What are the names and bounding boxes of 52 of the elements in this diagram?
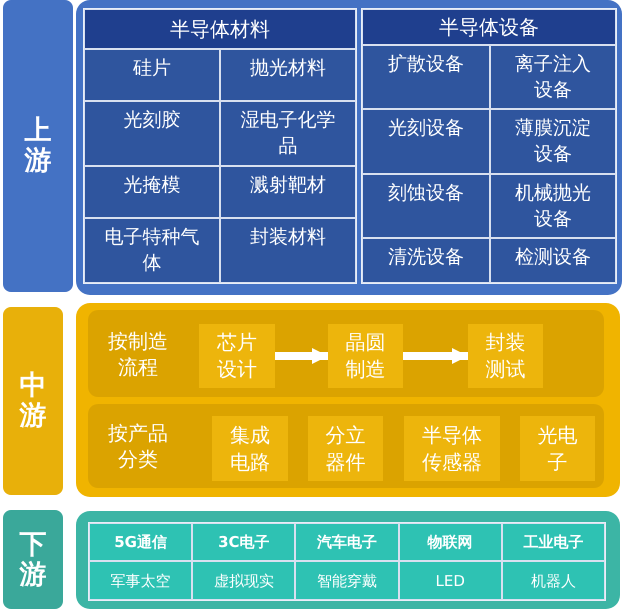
application-name: 军事太空 xyxy=(89,561,192,600)
item-name: 封装材料 xyxy=(220,218,356,283)
stage-panel xyxy=(76,511,620,609)
item-name: 硅片 xyxy=(84,49,220,101)
process-label: 集成电路 xyxy=(229,422,271,476)
item-name: 溅射靶材 xyxy=(220,166,356,218)
item-name: 刻蚀设备 xyxy=(362,174,490,238)
process-box xyxy=(468,324,543,388)
category-heading: 按产品分类 xyxy=(107,420,169,472)
item-name: 清洗设备 xyxy=(362,238,490,283)
stage-label: 上游 xyxy=(24,116,52,176)
process-label: 芯片设计 xyxy=(216,329,258,383)
application-name: 汽车电子 xyxy=(295,523,399,561)
application-name: 机器人 xyxy=(502,561,605,600)
application-name: 智能穿戴 xyxy=(295,561,399,600)
item-name: 电子特种气体 xyxy=(84,218,220,283)
process-label: 分立器件 xyxy=(324,422,366,476)
application-name: 物联网 xyxy=(398,523,502,561)
arrow xyxy=(403,348,468,364)
process-label: 晶圆制造 xyxy=(344,329,386,383)
table-heading: 半导体材料 xyxy=(84,9,356,49)
process-box xyxy=(199,324,275,388)
stage-label: 下游 xyxy=(20,530,46,590)
process-label: 光电子 xyxy=(536,422,578,476)
process-label: 半导体传感器 xyxy=(421,422,483,476)
stage-tab xyxy=(3,510,63,609)
item-name: 检测设备 xyxy=(490,238,616,283)
item-name: 离子注入设备 xyxy=(490,45,616,109)
stage-label: 中游 xyxy=(20,371,46,431)
item-name: 光刻设备 xyxy=(362,109,490,174)
application-name: 5G通信 xyxy=(89,523,192,561)
item-name: 光刻胶 xyxy=(84,101,220,166)
stage-tab xyxy=(3,0,73,292)
table-heading: 半导体设备 xyxy=(362,9,616,45)
item-name: 机械抛光设备 xyxy=(490,174,616,238)
process-box xyxy=(328,324,403,388)
arrow xyxy=(275,348,328,364)
process-label: 封装测试 xyxy=(484,329,526,383)
item-name: 扩散设备 xyxy=(362,45,490,109)
category-heading: 按制造流程 xyxy=(107,328,169,380)
category-row-panel xyxy=(88,310,604,397)
stage-panel xyxy=(76,0,622,295)
stage-panel xyxy=(76,303,620,497)
application-name: LED xyxy=(398,561,502,600)
item-name: 光掩模 xyxy=(84,166,220,218)
item-name: 抛光材料 xyxy=(220,49,356,101)
item-name: 湿电子化学品 xyxy=(220,101,356,166)
stage-tab xyxy=(3,307,63,495)
application-name: 虚拟现实 xyxy=(192,561,296,600)
application-name: 工业电子 xyxy=(502,523,605,561)
item-name: 薄膜沉淀设备 xyxy=(490,109,616,174)
application-name: 3C电子 xyxy=(192,523,296,561)
